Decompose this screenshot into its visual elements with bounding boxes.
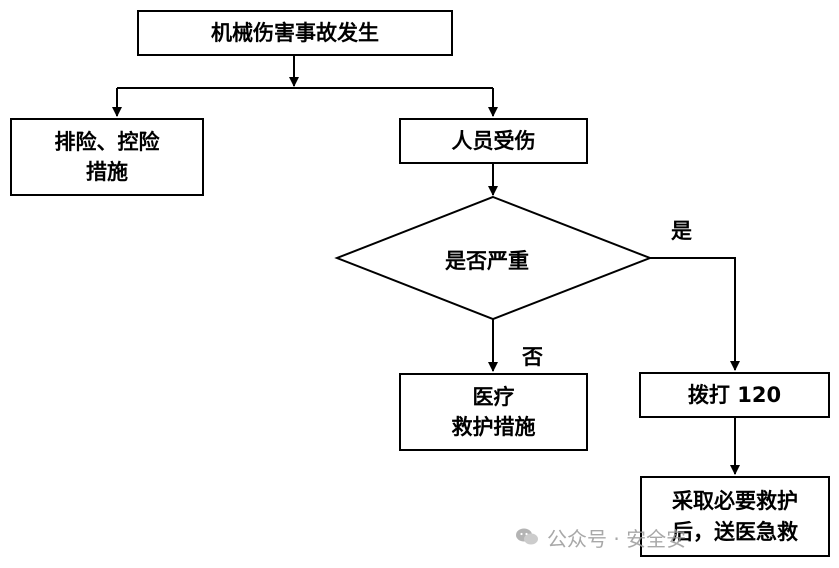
call-120-box: 拨打 120 [639, 372, 830, 418]
arrow-yes-branch [650, 257, 740, 371]
rescue-hospital-line1: 采取必要救护 [672, 489, 798, 514]
injured-box: 人员受伤 [399, 118, 588, 164]
decision-label: 是否严重 [445, 249, 529, 273]
injured-label: 人员受伤 [451, 128, 536, 153]
medical-care-line1: 医疗 [472, 384, 515, 409]
medical-care-line2: 救护措施 [451, 415, 536, 439]
eliminate-control-line2: 措施 [86, 160, 128, 184]
medical-care-box: 医疗 救护措施 [399, 373, 588, 451]
eliminate-control-box: 排险、控险 措施 [10, 118, 204, 196]
yes-label: 是 [671, 219, 692, 243]
accident-occurred-box: 机械伤害事故发生 [137, 10, 453, 56]
watermark: 公众号 · 安全安 [515, 522, 815, 552]
rescue-hospital-line2: 后，送医急救 [672, 519, 798, 544]
eliminate-control-line1: 排险、控险 [54, 129, 160, 154]
accident-occurred-label: 机械伤害事故发生 [211, 20, 379, 45]
watermark-text: 公众号 · 安全安 [547, 526, 687, 551]
call-120-label: 拨打 120 [687, 382, 782, 407]
no-label: 否 [522, 345, 543, 369]
rescue-hospital-box: 采取必要救护 后，送医急救 [640, 476, 830, 557]
wechat-icon [516, 528, 538, 545]
